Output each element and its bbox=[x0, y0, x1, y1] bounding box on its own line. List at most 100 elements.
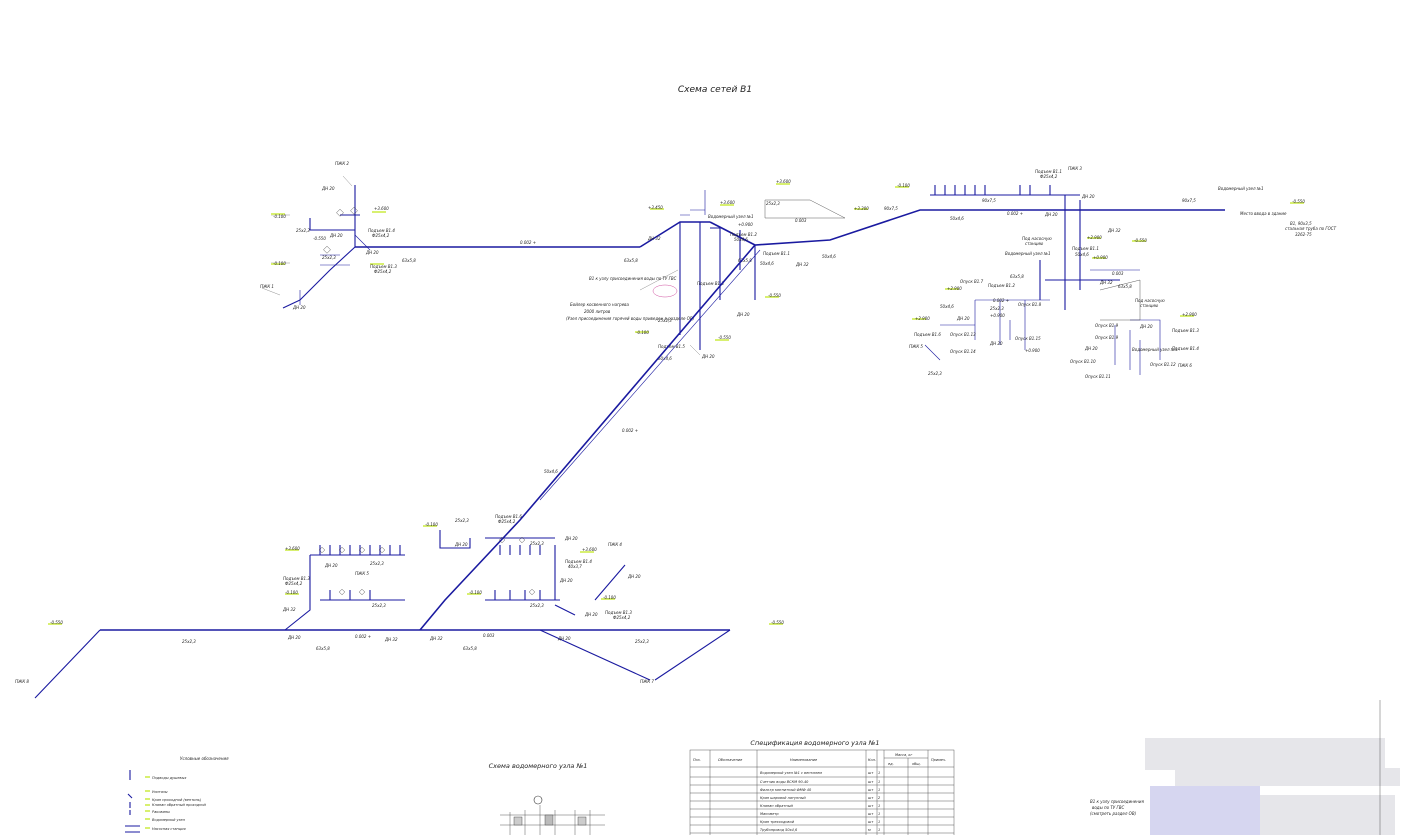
label-dn20-i: ДН 20 bbox=[989, 341, 1003, 346]
elev-mark-2 bbox=[372, 211, 386, 213]
label-pipe90-b: 90х7,5 bbox=[884, 206, 898, 211]
label-elev-19: -0.550 bbox=[1292, 199, 1305, 204]
label-riser-b113: Опуск В1.13 bbox=[950, 332, 976, 337]
label-pipe40: 40х3,7 bbox=[568, 564, 582, 569]
label-pump-3: Под насосную bbox=[1135, 298, 1165, 303]
label-dn20-a: ДН 20 bbox=[321, 186, 335, 191]
label-dn20-m: ДН 20 bbox=[564, 536, 578, 541]
branch-pipes-top-left bbox=[282, 185, 356, 309]
spec-row-1-name: Счетчик воды ВСКМ 90-40 bbox=[760, 780, 809, 784]
label-slope-a: 0.002 + bbox=[520, 240, 536, 245]
label-pipe50-e: 50х4,6 bbox=[950, 216, 964, 221]
label-elev-11: -0.550 bbox=[718, 335, 731, 340]
lower-branches-top-right bbox=[924, 299, 1050, 361]
label-dn20-r: ДН 20 bbox=[287, 635, 301, 640]
elev-mark-25 bbox=[580, 551, 594, 553]
label-elev-12: -0.100 bbox=[897, 183, 910, 188]
label-phi25-d: Ф25х4,2 bbox=[498, 519, 516, 524]
label-riser-b13: Подъем В1.3 bbox=[370, 264, 397, 269]
spec-grid bbox=[690, 750, 954, 835]
label-riser-b110b: Опуск В1.10 bbox=[1070, 359, 1096, 364]
label-pipe50-f: 50х4,6 bbox=[1075, 252, 1089, 257]
label-elev-17: +2.900 bbox=[947, 286, 962, 291]
spec-row-6-unit: шт bbox=[868, 820, 874, 824]
label-boiler-2: 2000 литров bbox=[584, 309, 611, 314]
label-riser-b14: Подъем В1.4 bbox=[368, 228, 395, 233]
label-elev-13: +2.900 bbox=[1087, 235, 1102, 240]
label-dn20-p: ДН 20 bbox=[584, 612, 598, 617]
label-pipe25-c: 25х2,3 bbox=[766, 201, 780, 206]
label-slope-c: 0.002 + bbox=[1007, 211, 1023, 216]
elev-mark-14 bbox=[1132, 240, 1146, 242]
label-pipe50-g: 50х4,6 bbox=[940, 304, 954, 309]
label-dn32-b: ДН 32 bbox=[795, 262, 809, 267]
label-riser-b17: Опуск В1.7 bbox=[960, 279, 984, 284]
bottom-note-1: В1 к узлу присоединения bbox=[1090, 799, 1144, 804]
label-pipe63-f: 63х5,8 bbox=[316, 646, 330, 651]
label-elev-25: +3.600 bbox=[582, 547, 597, 552]
spec-table: Спецификация водомерного узла №1 Поз. Об… bbox=[689, 739, 955, 835]
label-dn20-c: ДН 20 bbox=[365, 250, 379, 255]
label-elev-16: +2.900 bbox=[1182, 312, 1197, 317]
label-dn20-s: ДН 20 bbox=[557, 636, 571, 641]
diagonal-main-pipe bbox=[419, 244, 756, 631]
label-riser-b12: Подъем В1.2 bbox=[730, 232, 757, 237]
label-riser-b18: Опуск В1.8 bbox=[1018, 302, 1042, 307]
label-pipe25-f: 25х2,3 bbox=[928, 371, 942, 376]
label-elev-23: -0.100 bbox=[285, 590, 298, 595]
label-dn20-e: ДН 20 bbox=[701, 354, 715, 359]
label-dn40: ДН 20 bbox=[736, 312, 750, 317]
label-pipe50-diag: 50х4,6 bbox=[544, 469, 558, 474]
network-top-middle: +3.450 +3.600 +3.600 +3.300 Водомерный у… bbox=[566, 179, 1225, 361]
elev-mark-1 bbox=[271, 213, 285, 215]
label-pk8: ПЖК 8 bbox=[15, 679, 29, 684]
elev-mark-7 bbox=[776, 183, 790, 185]
label-pk3: ПЖК 3 bbox=[1068, 166, 1082, 171]
spec-header-mass: Масса, кг bbox=[895, 753, 912, 757]
label-entry-note: В1 к узлу присоединения воды по ТУ ГВС bbox=[589, 276, 677, 281]
label-riser-b110: Опуск В1.9 bbox=[1095, 335, 1119, 340]
label-riser-b111: Опуск В1.11 bbox=[1085, 374, 1111, 379]
label-inlet-3: 3262-75 bbox=[1295, 232, 1312, 237]
label-elev-1: -0.100 bbox=[273, 214, 286, 219]
legend-item-7: Насосная станция bbox=[152, 827, 186, 831]
spec-header-note: Примеч. bbox=[931, 758, 946, 762]
spec-row-2-unit: шт bbox=[868, 788, 874, 792]
manometer-icon bbox=[533, 795, 543, 805]
label-slope-g: 0.003 bbox=[483, 633, 495, 638]
valve-symbols-bottom bbox=[318, 536, 536, 596]
label-dn20-o: ДН 20 bbox=[627, 574, 641, 579]
spec-row-5-name: Манометр bbox=[760, 812, 779, 816]
label-dn32-g: ДН 32 bbox=[429, 636, 443, 641]
spec-row-4-name: Клапан обратный bbox=[760, 804, 793, 808]
label-water-meter-d: Водомерный узел №1 bbox=[1132, 347, 1178, 352]
tank-outline bbox=[764, 199, 846, 219]
spec-header-qty: Кол. bbox=[868, 758, 876, 762]
label-dn32-e: ДН 32 bbox=[282, 607, 296, 612]
label-riser-b16b: Подъем В1.6 bbox=[495, 514, 522, 519]
elev-mark-3 bbox=[271, 263, 285, 265]
label-pipe50-d: 50х4,6 bbox=[658, 356, 672, 361]
label-inlet-2: стальная труба по ГОСТ bbox=[1285, 226, 1337, 231]
label-elev-3: -0.550 bbox=[313, 236, 326, 241]
label-dn32-f: ДН 32 bbox=[384, 637, 398, 642]
label-elev-2: +3.600 bbox=[374, 206, 389, 211]
spec-header-name: Наименование bbox=[790, 758, 817, 762]
label-elev-6: +3.600 bbox=[720, 200, 735, 205]
label-slope-b: 0.003 bbox=[795, 218, 807, 223]
label-riser-b15: Подъем В1.5 bbox=[658, 344, 685, 349]
label-pipe63-d: 63х5,8 bbox=[1010, 274, 1024, 279]
label-dn20-d: ДН 20 bbox=[292, 305, 306, 310]
spec-row-0-name: Водомерный узел №1 с вентилем bbox=[760, 771, 822, 775]
leader-lines-mid bbox=[639, 269, 701, 356]
network-bottom: -0.550 -0.550 +3.600 -0.100 -0.100 +3.60… bbox=[15, 514, 784, 699]
spec-row-6-qty: 1 bbox=[878, 820, 880, 824]
label-riser-b112: Опуск В1.12 bbox=[1150, 362, 1176, 367]
drawing-title: Схема сетей В1 bbox=[678, 85, 752, 95]
label-pipe25-h: 25х2,3 bbox=[530, 541, 544, 546]
right-branches-top-right bbox=[1090, 269, 1161, 375]
label-riser-b14b: Подъем В1.4 bbox=[1172, 346, 1199, 351]
label-elev-20: -0.550 bbox=[50, 620, 63, 625]
legend-symbols bbox=[125, 770, 140, 833]
spec-row-2-name: Фильтр магнитный ФМФ 40 bbox=[760, 788, 812, 792]
